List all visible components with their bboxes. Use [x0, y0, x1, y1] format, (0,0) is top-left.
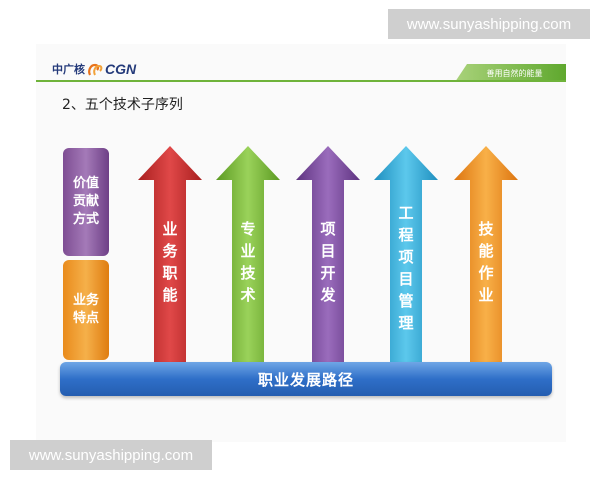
arrow-engineering-project-management	[374, 146, 438, 362]
business-features-label: 业务特点	[72, 293, 99, 326]
slide-title: 2、五个技术子序列	[62, 97, 183, 113]
arrow-label-business-function: 业务职能	[162, 220, 178, 304]
career-path-label: 职业发展路径	[257, 370, 354, 389]
arrow-professional-technology	[216, 146, 280, 362]
logo-english-text: CGN	[105, 61, 137, 77]
business-features-box: 业务特点	[63, 260, 109, 360]
slogan-banner: 善用自然的能量	[455, 64, 566, 82]
cgn-logo: 中广核 CGN	[52, 60, 136, 78]
arrow-label-project-development: 项目开发	[320, 220, 336, 304]
arrow-business-function	[138, 146, 202, 362]
slogan-text: 善用自然的能量	[486, 68, 543, 78]
watermark-top: www.sunyashipping.com	[388, 9, 590, 39]
value-contribution-label: 价值贡献方式	[72, 176, 99, 227]
value-contribution-box: 价值贡献方式	[63, 148, 109, 256]
arrow-label-skilled-operations: 技能作业	[478, 220, 494, 304]
arrow-project-development	[296, 146, 360, 362]
watermark-bottom: www.sunyashipping.com	[10, 440, 212, 470]
cgn-logo-mark-icon	[87, 62, 103, 76]
arrow-skilled-operations	[454, 146, 518, 362]
arrow-label-engineering-project-management: 工程项目管理	[398, 204, 414, 332]
header-divider	[36, 80, 566, 82]
career-path-bar: 职业发展路径	[60, 362, 552, 396]
logo-chinese-text: 中广核	[52, 63, 85, 76]
arrow-label-professional-technology: 专业技术	[240, 220, 256, 304]
